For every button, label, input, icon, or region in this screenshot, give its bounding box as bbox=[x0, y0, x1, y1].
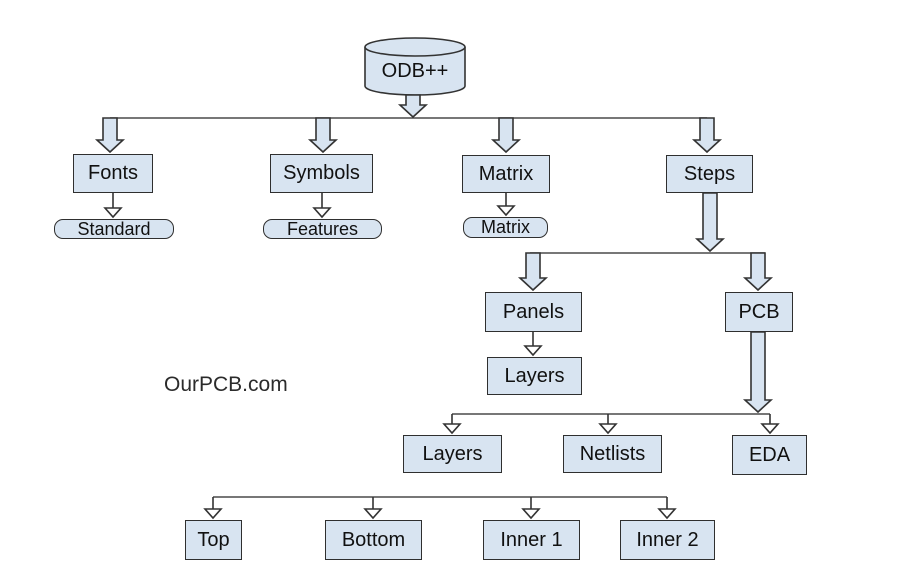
node-fonts: Fonts bbox=[73, 154, 153, 193]
node-standard: Standard bbox=[54, 219, 174, 239]
node-features: Features bbox=[263, 219, 382, 239]
thin-arrow-features-head bbox=[312, 207, 332, 219]
block-arrow-matrix bbox=[490, 117, 522, 154]
node-steps: Steps bbox=[666, 155, 753, 193]
block-arrow-steps bbox=[691, 117, 723, 154]
node-eda: EDA bbox=[732, 435, 807, 475]
node-layers: Layers bbox=[403, 435, 502, 473]
node-bottom: Bottom bbox=[325, 520, 422, 560]
thin-arrow-layers-panels-head bbox=[523, 345, 543, 357]
node-matrix: Matrix bbox=[462, 155, 550, 193]
watermark-text: OurPCB.com bbox=[164, 373, 288, 396]
block-arrow-symbols bbox=[307, 117, 339, 154]
node-symbols: Symbols bbox=[270, 154, 373, 193]
block-arrow-odb-to-rail bbox=[397, 94, 429, 119]
block-arrow-fonts bbox=[94, 117, 126, 154]
thin-arrow-eda-head bbox=[760, 423, 780, 435]
thin-arrow-inner1-head bbox=[521, 508, 541, 520]
thin-arrow-inner2-head bbox=[657, 508, 677, 520]
thin-arrow-netlists-head bbox=[598, 423, 618, 435]
block-arrow-pcb-to-rail bbox=[742, 331, 774, 414]
odb-cylinder-top bbox=[364, 37, 466, 57]
node-netlists: Netlists bbox=[563, 435, 662, 473]
thin-arrow-matrix-sub-head bbox=[496, 205, 516, 217]
node-pcb: PCB bbox=[725, 292, 793, 332]
node-top: Top bbox=[185, 520, 242, 560]
block-arrow-steps-to-rail bbox=[694, 192, 726, 253]
thin-arrow-layers-head bbox=[442, 423, 462, 435]
thin-arrow-bottom-head bbox=[363, 508, 383, 520]
block-arrow-panels bbox=[517, 252, 549, 292]
thin-arrow-top-head bbox=[203, 508, 223, 520]
block-arrow-pcb bbox=[742, 252, 774, 292]
node-odb-label: ODB++ bbox=[381, 59, 449, 82]
thin-arrow-standard-head bbox=[103, 207, 123, 219]
node-inner2: Inner 2 bbox=[620, 520, 715, 560]
node-layers-under-panels: Layers bbox=[487, 357, 582, 395]
node-panels: Panels bbox=[485, 292, 582, 332]
node-inner1: Inner 1 bbox=[483, 520, 580, 560]
node-matrix-sub: Matrix bbox=[463, 217, 548, 238]
